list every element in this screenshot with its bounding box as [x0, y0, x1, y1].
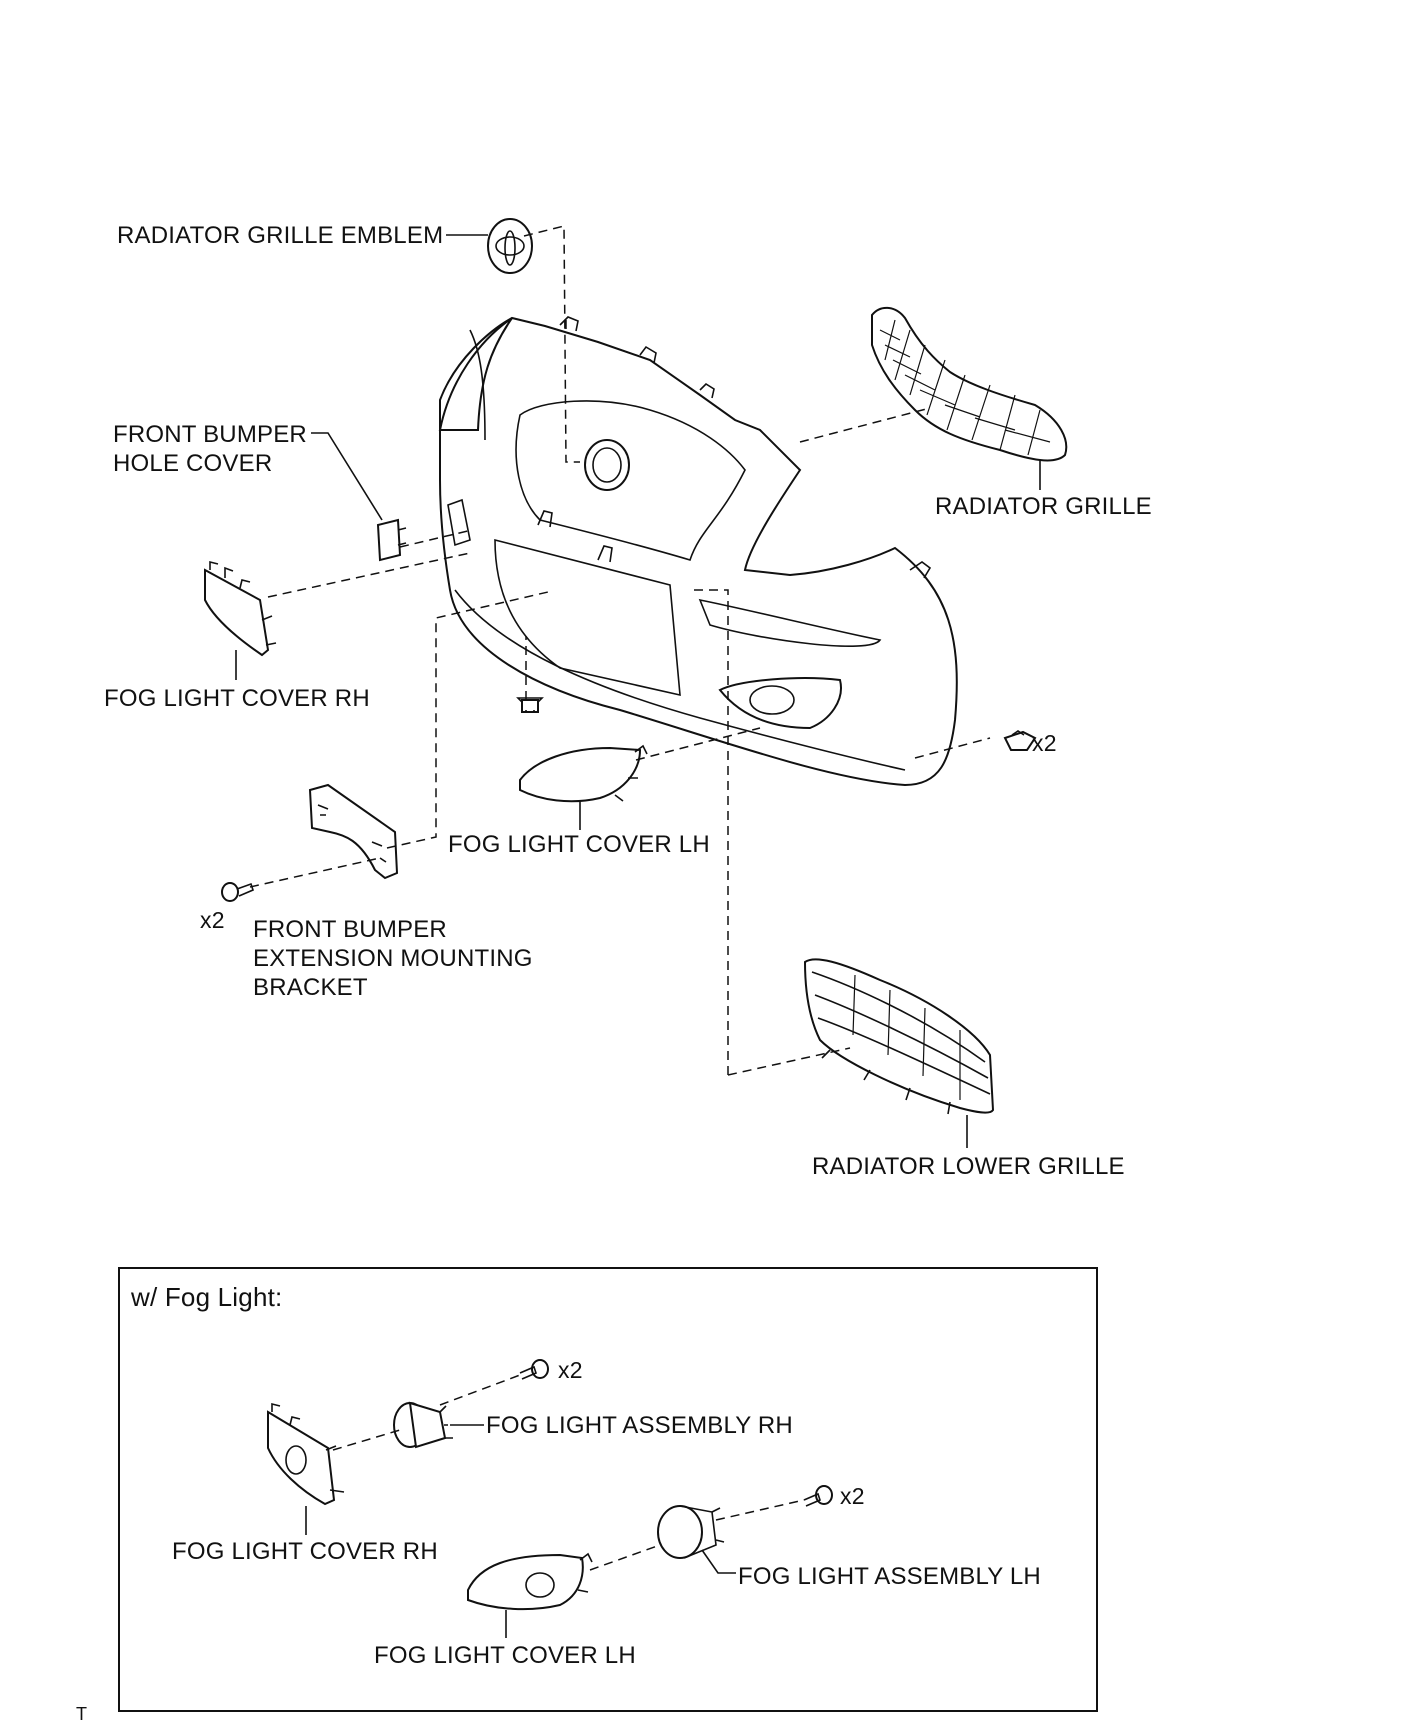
- bumper-clip-icon: [516, 697, 544, 713]
- label-radiator-grille: RADIATOR GRILLE: [935, 493, 1152, 520]
- bolt-icon: [221, 882, 254, 902]
- inset-fog-light-cover-lh-icon: [467, 1552, 593, 1611]
- label-radiator-lower-grille: RADIATOR LOWER GRILLE: [812, 1153, 1125, 1180]
- assembly-lines: [249, 225, 991, 1076]
- footer-mark: T: [76, 1704, 88, 1724]
- label-inset-fog-light-cover-lh: FOG LIGHT COVER LH: [374, 1642, 636, 1669]
- label-bolt-quantity: x2: [200, 907, 225, 933]
- inset-leader-lines: [305, 1424, 736, 1638]
- label-inset-fog-light-assembly-lh: FOG LIGHT ASSEMBLY LH: [738, 1563, 1041, 1590]
- label-radiator-grille-emblem: RADIATOR GRILLE EMBLEM: [117, 222, 444, 249]
- label-fog-light-cover-rh: FOG LIGHT COVER RH: [104, 685, 370, 712]
- inset-assembly-lines: [332, 1374, 805, 1571]
- front-bumper-extension-mounting-bracket-icon: [308, 783, 399, 880]
- radiator-lower-grille-icon: [803, 958, 995, 1115]
- front-bumper-hole-cover-icon: [376, 518, 407, 562]
- label-inset-screw-lh-quantity: x2: [840, 1483, 865, 1509]
- leader-lines: [235, 234, 1041, 1148]
- radiator-grille-icon: [871, 306, 1068, 462]
- retainer-clip-icon: [1003, 730, 1037, 751]
- radiator-grille-emblem-icon: [487, 218, 533, 274]
- inset-fog-light-assembly-lh-icon: [657, 1505, 725, 1559]
- inset-title: w/ Fog Light:: [131, 1282, 283, 1312]
- fog-light-cover-rh-icon: [204, 560, 277, 657]
- label-inset-screw-rh-quantity: x2: [558, 1357, 583, 1383]
- inset-screw-rh-icon: [519, 1359, 549, 1380]
- fog-light-cover-lh-icon: [519, 744, 648, 803]
- inset-fog-light-cover-rh-icon: [267, 1402, 345, 1506]
- inset-frame: [118, 1267, 1098, 1712]
- inset-fog-light-assembly-rh-icon: [393, 1401, 453, 1449]
- label-front-bumper-hole-cover: FRONT BUMPER HOLE COVER: [113, 421, 307, 477]
- label-fog-light-cover-lh: FOG LIGHT COVER LH: [448, 831, 710, 858]
- label-front-bumper-extension-mounting-bracket: FRONT BUMPER EXTENSION MOUNTING BRACKET: [253, 916, 533, 1001]
- label-inset-fog-light-assembly-rh: FOG LIGHT ASSEMBLY RH: [486, 1412, 793, 1439]
- front-bumper-cover: [438, 316, 958, 787]
- label-inset-fog-light-cover-rh: FOG LIGHT COVER RH: [172, 1538, 438, 1565]
- inset-screw-lh-icon: [803, 1485, 833, 1507]
- label-clip-quantity: x2: [1032, 730, 1057, 756]
